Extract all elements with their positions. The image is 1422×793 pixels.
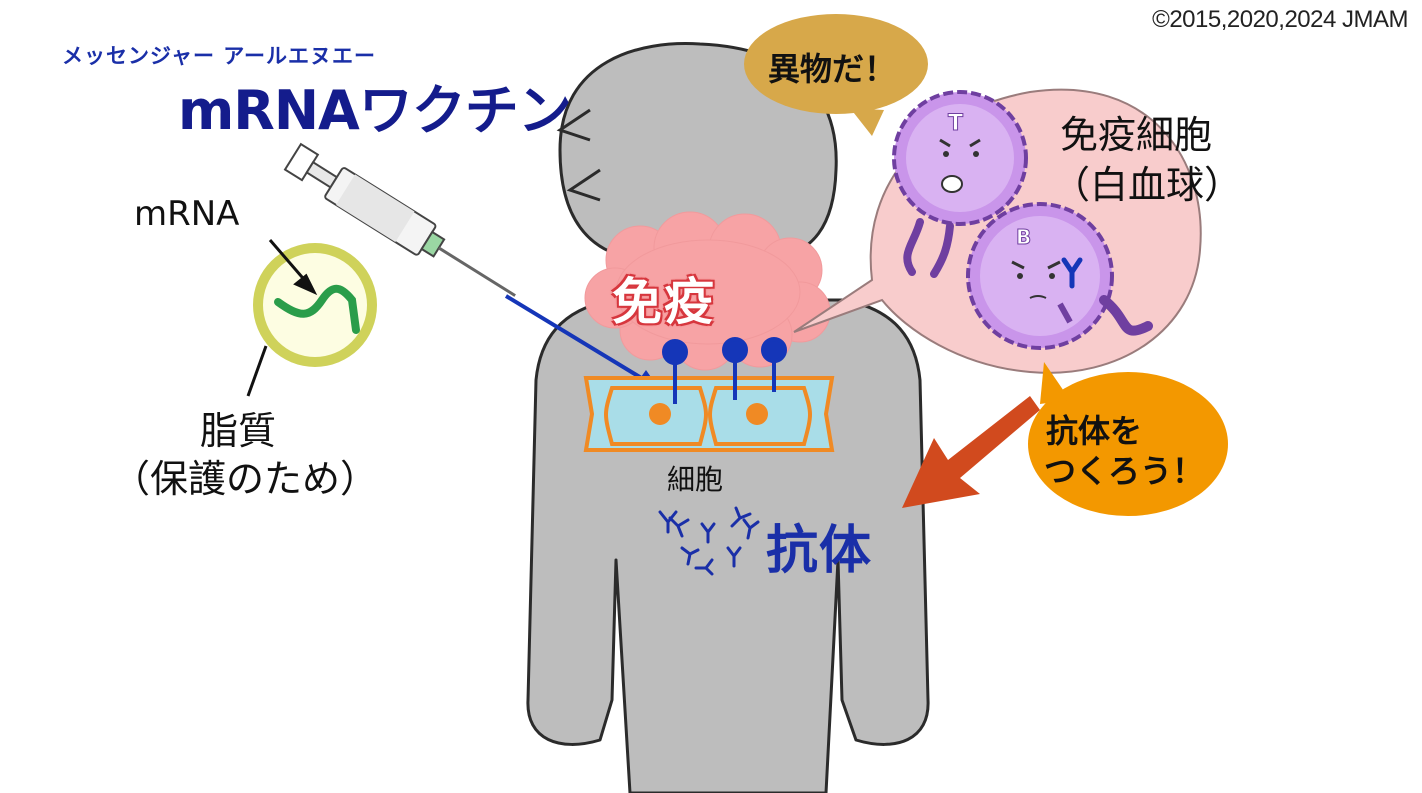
immune-cell-type: 免疫細胞 [1060, 113, 1213, 157]
immune-cell-note: （白血球） [1052, 163, 1243, 207]
antibody-icons [658, 506, 760, 576]
mrna-pointer [268, 239, 318, 296]
make-antibody-callout [1028, 362, 1228, 516]
copyright-text: ©2015,2020,2024 JMAM [1152, 6, 1408, 33]
lipid-pointer [246, 345, 268, 397]
cell-label: 細胞 [667, 463, 724, 496]
immune-cloud [584, 211, 831, 371]
antigen-receptors [662, 337, 787, 404]
foreign-shout-bubble [744, 14, 928, 136]
cell-nucleus [746, 403, 768, 425]
hair-outline [556, 108, 601, 202]
antibody-arrow [902, 396, 1040, 508]
mrna-label: mRNA [134, 194, 240, 234]
foreign-shout-text: 異物だ！ [768, 50, 897, 88]
cell-layer [583, 376, 835, 452]
page-title: mRNAワクチン [178, 79, 572, 142]
antibody-label: 抗体 [766, 521, 873, 581]
callout-line-2: つくろう！ [1044, 452, 1205, 490]
t-cell-letter: T [948, 111, 963, 136]
title-reading: メッセンジャー アールエヌエー [62, 44, 376, 68]
syringe [283, 142, 516, 297]
b-cell-letter: B [1016, 225, 1031, 249]
callout-line-1: 抗体を [1046, 412, 1143, 450]
cell-nucleus [649, 403, 671, 425]
t-cell [892, 90, 1028, 278]
immune-word: 免疫 [612, 273, 716, 331]
lipid-nanoparticle [253, 243, 377, 367]
b-cell [966, 202, 1153, 350]
lipid-label: 脂質 [200, 409, 277, 453]
lipid-note: （保護のため） [112, 457, 379, 501]
